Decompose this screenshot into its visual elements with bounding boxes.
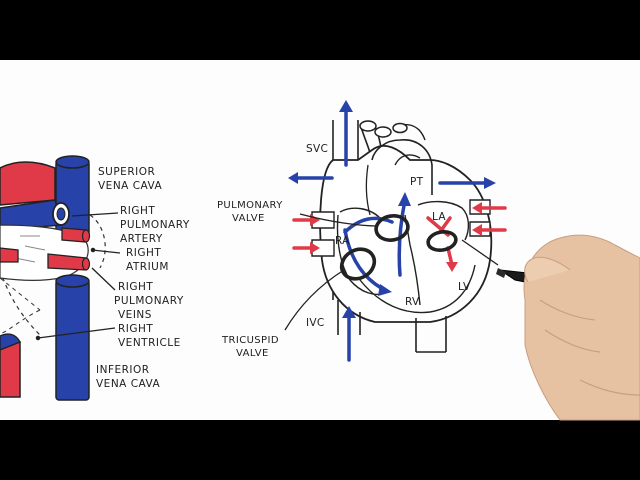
label-pulmonary-valve-1: PULMONARY [217,200,283,211]
hand [523,234,640,421]
label-superior-vena-cava-2: VENA CAVA [98,180,163,192]
label-right-pulmonary-artery-2: PULMONARY [120,219,190,231]
label-pulmonary-valve-2: VALVE [232,213,265,224]
left-heart-drawing [0,155,121,401]
tag-svc: SVC [306,143,328,155]
mitral-valve-ring [426,230,458,252]
tag-pt: PT [410,176,424,188]
label-tricuspid-valve-1: TRICUSPID [221,335,279,346]
hand-with-marker [496,234,640,421]
letterbox-top [0,0,640,60]
tag-la: LA [432,211,446,223]
inferior-vena-cava-vessel [55,279,90,401]
label-right-atrium-1: RIGHT [126,247,161,259]
label-tricuspid-valve-2: VALVE [236,348,269,359]
tricuspid-valve-ring [339,247,377,281]
tag-ra: RA [335,235,350,247]
left-labels: SUPERIOR VENA CAVA RIGHT PULMONARY ARTER… [96,166,190,390]
heart-cross-section: SVC PT LA RA RV LV IVC PULMONARY VALVE T… [217,100,507,362]
tag-rv: RV [405,296,420,308]
label-right-atrium-2: ATRIUM [126,261,169,273]
label-right-pulmonary-artery-1: RIGHT [120,205,155,217]
label-right-pulmonary-veins-3: VEINS [118,309,152,321]
label-right-pulmonary-veins-2: PULMONARY [114,295,184,307]
label-inferior-vena-cava-2: VENA CAVA [96,378,161,390]
label-right-pulmonary-veins-1: RIGHT [118,281,153,293]
label-right-ventricle-2: VENTRICLE [118,337,181,349]
letterbox-bottom [0,420,640,480]
pulmonary-valve-ring [374,214,410,242]
aorta-arch [0,161,56,206]
tag-ivc: IVC [306,317,325,329]
superior-vena-cava-vessel [55,159,90,241]
label-inferior-vena-cava-1: INFERIOR [96,364,150,376]
tag-lv: LV [458,281,471,293]
label-superior-vena-cava-1: SUPERIOR [98,166,155,178]
label-right-pulmonary-artery-3: ARTERY [120,233,163,245]
label-right-ventricle-1: RIGHT [118,323,153,335]
